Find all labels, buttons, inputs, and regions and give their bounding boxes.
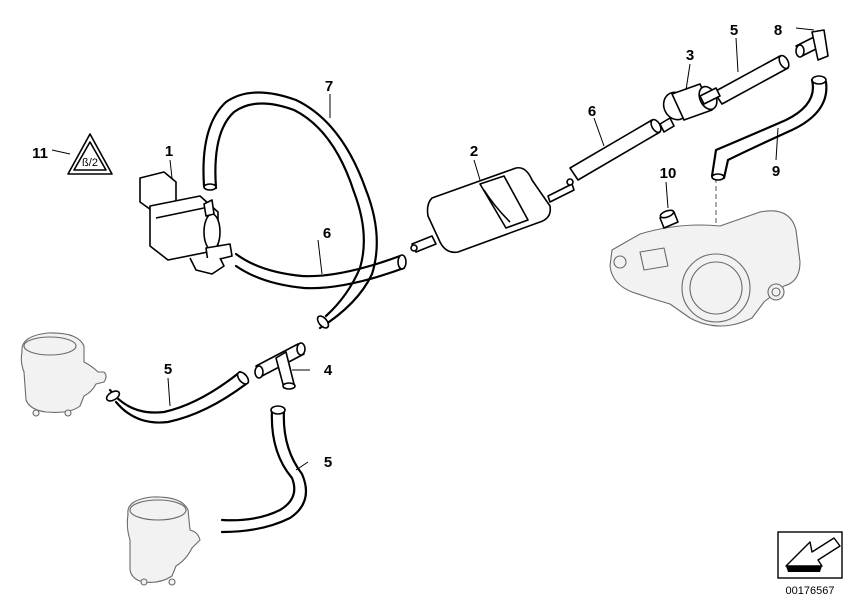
callout-7: 7	[325, 78, 333, 95]
warning-label: ß/2	[67, 133, 113, 175]
check-valve[interactable]	[659, 83, 721, 133]
hose-6-right	[569, 118, 662, 181]
hose-5-bottom	[220, 405, 308, 534]
inline-filter[interactable]	[410, 166, 575, 254]
callout-5-left: 5	[164, 361, 172, 378]
hose-5-top	[713, 54, 790, 105]
solenoid-valve[interactable]	[139, 171, 233, 275]
callout-4: 4	[324, 362, 333, 379]
callout-5-top: 5	[730, 22, 738, 39]
callout-8: 8	[774, 22, 782, 39]
arrow-icon	[785, 537, 841, 567]
callout-2: 2	[470, 143, 478, 160]
hose-7	[202, 91, 378, 330]
diagram-badge: 00176567	[777, 531, 843, 597]
callout-5-bottom: 5	[324, 454, 332, 471]
callout-6-left: 6	[323, 225, 331, 242]
t-connector[interactable]	[254, 342, 306, 390]
hose-5-left	[105, 370, 250, 424]
diagram-number: 00176567	[786, 585, 835, 597]
hose-6-left	[234, 252, 407, 290]
elbow-connector[interactable]	[795, 29, 829, 61]
callout-3: 3	[686, 47, 694, 64]
callout-11: 11	[32, 145, 48, 162]
hose-9	[710, 75, 828, 181]
washer-reservoir-upper	[20, 332, 107, 417]
callout-1: 1	[165, 143, 173, 160]
warning-label-text: ß/2	[82, 157, 98, 169]
grommet[interactable]	[659, 209, 679, 229]
callout-10: 10	[660, 165, 677, 182]
callout-6-right: 6	[588, 103, 596, 120]
throttle-body	[609, 210, 801, 327]
washer-reservoir-lower	[126, 496, 201, 586]
callout-9: 9	[772, 163, 780, 180]
